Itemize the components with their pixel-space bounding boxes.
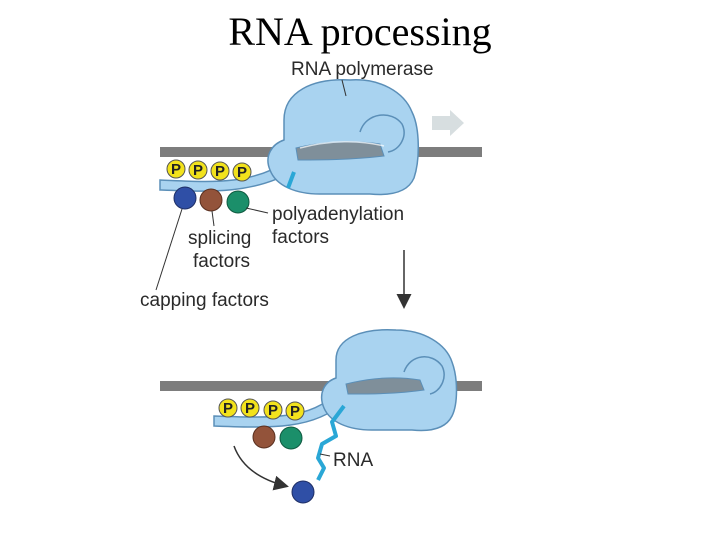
phosphate-3-bottom: P xyxy=(263,400,283,420)
direction-arrow xyxy=(432,110,464,136)
page-title: RNA processing xyxy=(228,9,492,54)
phosphate-group-top: P P P P xyxy=(166,159,252,182)
svg-text:P: P xyxy=(290,403,300,420)
phosphate-4-bottom: P xyxy=(285,401,305,421)
splicing-label-line2: factors xyxy=(193,251,250,272)
rna-stub-top xyxy=(286,171,296,189)
release-arrow xyxy=(233,445,289,491)
svg-text:P: P xyxy=(193,162,203,179)
splicing-factor-top xyxy=(199,188,223,212)
phosphate-3-top: P xyxy=(210,161,230,181)
phosphate-group-bottom: P P P P xyxy=(218,398,305,421)
phosphate-2-top: P xyxy=(188,160,208,180)
rna-polymerase-label: RNA polymerase xyxy=(291,59,434,80)
capping-factor-released xyxy=(291,480,315,504)
svg-text:P: P xyxy=(245,400,255,417)
phosphate-1-top: P xyxy=(166,159,186,179)
splicing-factor-bottom xyxy=(252,425,276,449)
polyadenylation-label-line2: factors xyxy=(272,227,329,248)
capping-label: capping factors xyxy=(140,290,269,311)
polyadenylation-factor-top xyxy=(226,190,250,214)
capping-leader xyxy=(155,208,183,291)
bottom-panel: P P P P RNA xyxy=(160,329,482,504)
phosphate-1-bottom: P xyxy=(218,398,238,418)
rna-label: RNA xyxy=(333,450,373,471)
top-panel: P P P P RNA polymerase polyadenylation xyxy=(140,59,482,311)
rna-polymerase-leader xyxy=(341,79,347,97)
rna-leader xyxy=(319,453,331,457)
phosphate-4-top: P xyxy=(232,162,252,182)
polyadenylation-leader xyxy=(245,207,269,214)
svg-text:P: P xyxy=(171,161,181,178)
rna-strand xyxy=(316,404,346,481)
dna-strand-bottom xyxy=(160,381,482,391)
polyadenylation-label-line1: polyadenylation xyxy=(272,204,404,225)
rna-polymerase-bottom xyxy=(320,329,458,432)
splicing-label-line1: splicing xyxy=(188,228,251,249)
splicing-leader xyxy=(211,210,215,227)
rna-polymerase-top xyxy=(267,79,420,196)
phosphate-2-bottom: P xyxy=(240,398,260,418)
svg-text:P: P xyxy=(268,402,278,419)
polyadenylation-factor-bottom xyxy=(279,426,303,450)
svg-text:P: P xyxy=(223,400,233,417)
capping-factor-top xyxy=(173,186,197,210)
svg-text:P: P xyxy=(215,163,225,180)
svg-text:P: P xyxy=(237,164,247,181)
